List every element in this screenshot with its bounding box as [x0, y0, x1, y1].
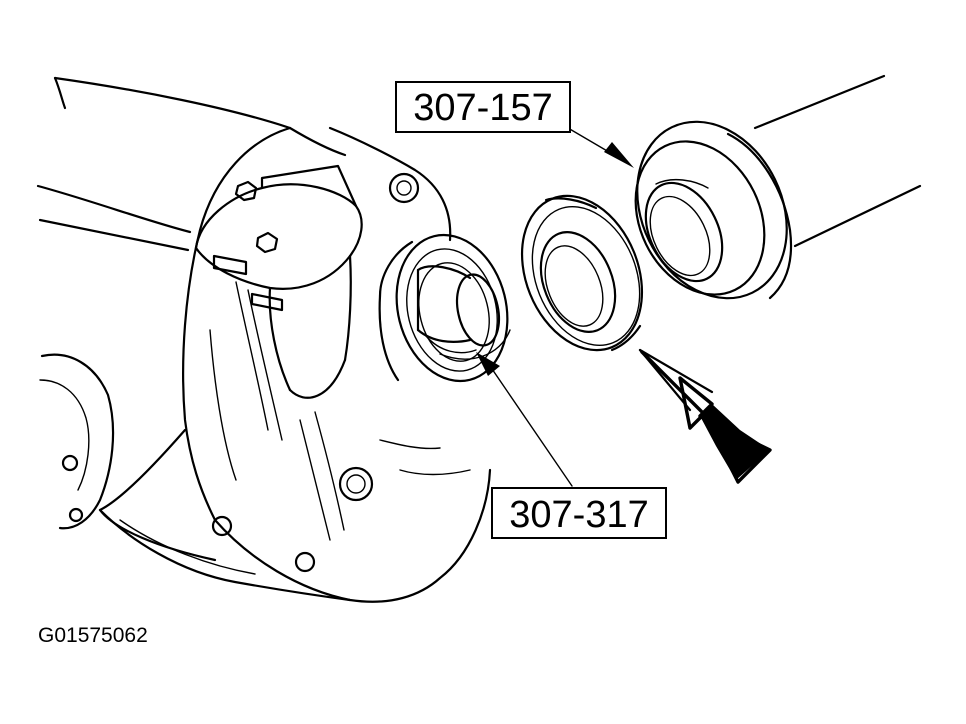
figure-id: G01575062: [38, 624, 148, 647]
install-direction-arrow: [638, 348, 772, 484]
callout-label: 307-317: [509, 494, 648, 536]
output-shaft-seal-bore: [395, 233, 511, 383]
new-oil-seal: [520, 194, 644, 352]
seal-installer-tool: [634, 74, 922, 300]
leader-line-307-317: [476, 352, 573, 487]
transmission-housing: [36, 76, 492, 603]
leader-line-307-157: [567, 127, 634, 168]
callout-307-157: 307-157: [395, 81, 571, 133]
callout-label: 307-157: [413, 87, 552, 129]
callout-307-317: 307-317: [491, 487, 667, 539]
